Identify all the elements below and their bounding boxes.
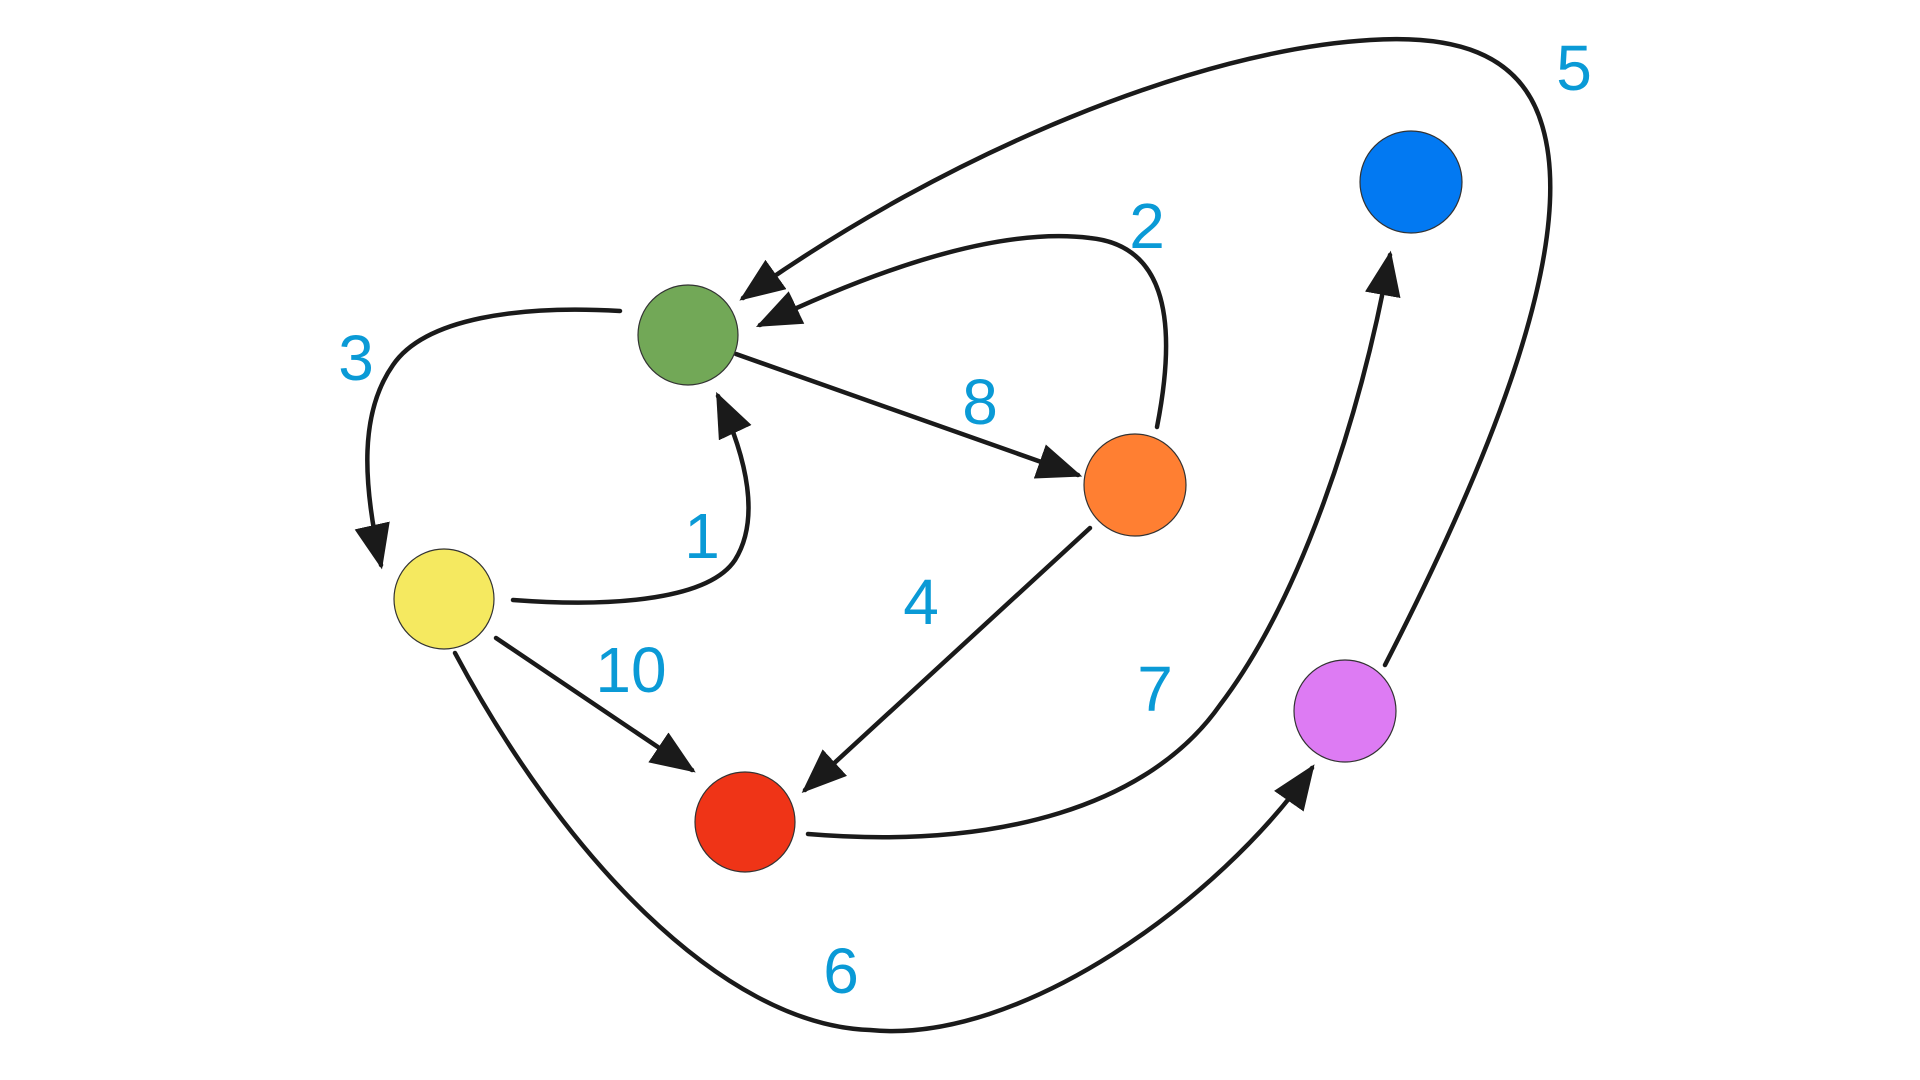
edges (354, 36, 1553, 1034)
node-yellow (393, 548, 495, 650)
weight-label-10: 10 (595, 634, 666, 706)
weight-label-6: 6 (823, 935, 859, 1007)
weight-label-4: 4 (903, 566, 939, 638)
edge-weights: 1 2 3 4 5 6 7 8 10 (338, 32, 1592, 1007)
weight-label-3: 3 (338, 322, 374, 394)
edge-yellow-to-green (510, 391, 752, 605)
weight-label-7: 7 (1137, 653, 1173, 725)
edge-orange-to-green (755, 233, 1169, 430)
node-red (694, 771, 796, 873)
edge-green-to-yellow (354, 307, 623, 570)
node-blue (1359, 130, 1463, 234)
node-violet (1293, 659, 1397, 763)
edge-yellow-to-violet (452, 650, 1315, 1034)
weight-label-1: 1 (684, 500, 720, 572)
node-orange (1083, 433, 1187, 537)
weight-label-5: 5 (1556, 32, 1592, 104)
nodes (393, 130, 1463, 873)
edge-red-to-blue (805, 250, 1401, 840)
edge-orange-to-red (801, 525, 1093, 794)
weight-label-2: 2 (1129, 190, 1165, 262)
edge-yellow-to-red (493, 635, 696, 773)
weight-label-8: 8 (962, 366, 998, 438)
edge-violet-to-green (739, 36, 1553, 668)
node-green (637, 284, 739, 386)
edge-green-to-orange (733, 351, 1083, 479)
